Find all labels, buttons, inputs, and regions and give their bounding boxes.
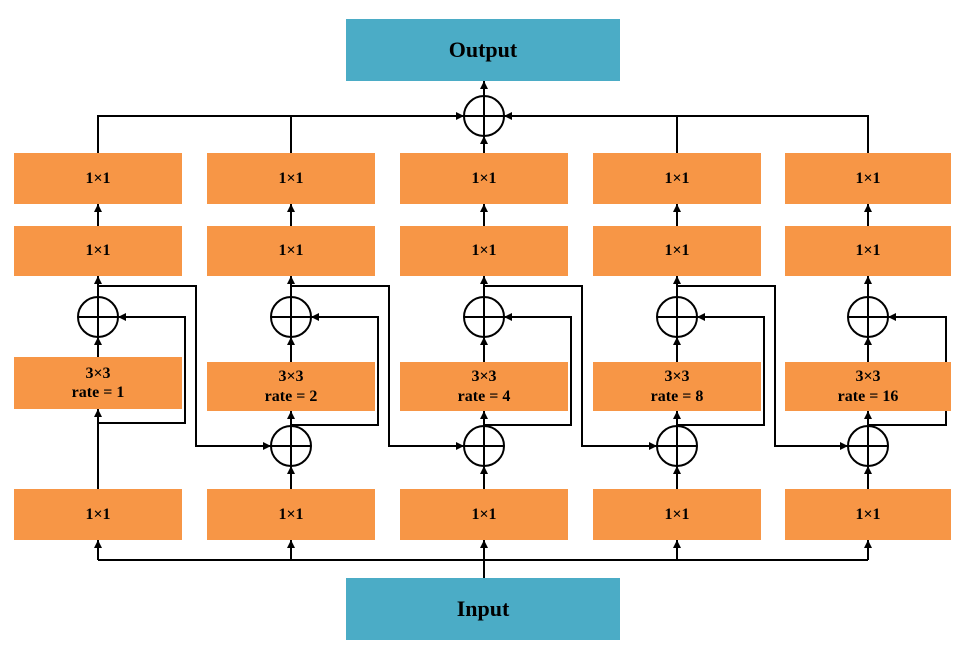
branch-1-mid-1x1: 1×1 xyxy=(14,226,182,276)
branch-3-bottom-1x1: 1×1 xyxy=(400,489,568,540)
branch-1-rate-label: rate = 1 xyxy=(71,384,125,401)
branch-4-mid-1x1-label: 1×1 xyxy=(664,242,690,260)
branch-4-residual-line xyxy=(677,313,765,426)
output-box: Output xyxy=(346,19,620,81)
branch-3-input-sum-node xyxy=(463,425,505,467)
branch-3-residual-line xyxy=(484,313,572,426)
branch-3-conv-3x3: 3×3 rate = 4 xyxy=(400,362,568,411)
branch-2-mid-1x1: 1×1 xyxy=(207,226,375,276)
branch-5-mid-1x1: 1×1 xyxy=(785,226,951,276)
branch-4-top-1x1: 1×1 xyxy=(593,153,761,204)
branch-1-conv-3x3: 3×3 rate = 1 xyxy=(14,357,182,409)
branch-5-top-1x1-label: 1×1 xyxy=(855,169,881,187)
branch-5-conv-label: 3×3 xyxy=(855,368,881,386)
branch-1-residual-sum-node xyxy=(77,296,119,338)
branch-4-bottom-1x1-label: 1×1 xyxy=(664,505,690,523)
branch-5-input-sum-node xyxy=(847,425,889,467)
branch-2-rate-label: rate = 2 xyxy=(264,387,318,405)
branch-3-top-1x1-label: 1×1 xyxy=(471,169,497,187)
branch-3-rate-label: rate = 4 xyxy=(457,387,511,405)
branch-5-to-output-sum-line xyxy=(504,112,869,153)
branch-3-residual-sum-node xyxy=(463,296,505,338)
branch-4-mid-1x1: 1×1 xyxy=(593,226,761,276)
branch-1-top-1x1-label: 1×1 xyxy=(85,169,111,187)
branch-4-top-1x1-label: 1×1 xyxy=(664,169,690,187)
branch-5-top-1x1: 1×1 xyxy=(785,153,951,204)
branch-4-rate-label: rate = 8 xyxy=(650,387,704,405)
branch-2-mid-1x1-label: 1×1 xyxy=(278,242,304,260)
branch-5-rate-label: rate = 16 xyxy=(837,387,899,405)
branch-2-bottom-1x1-label: 1×1 xyxy=(278,505,304,523)
branch-2-top-1x1-label: 1×1 xyxy=(278,169,304,187)
branch-4-to-branch-5-cross-line xyxy=(677,285,848,450)
branch-1-bottom-1x1-label: 1×1 xyxy=(85,505,111,523)
branch-3-top-1x1: 1×1 xyxy=(400,153,568,204)
branch-1-residual-line xyxy=(98,313,186,424)
output-sum-node xyxy=(463,95,505,137)
branch-1-to-branch-2-cross-line xyxy=(98,285,271,450)
branch-2-conv-3x3: 3×3 rate = 2 xyxy=(207,362,375,411)
branch-2-input-sum-node xyxy=(270,425,312,467)
branch-5-bottom-1x1-label: 1×1 xyxy=(855,505,881,523)
branch-2-bottom-1x1: 1×1 xyxy=(207,489,375,540)
input-box: Input xyxy=(346,578,620,640)
branch-3-bottom-1x1-label: 1×1 xyxy=(471,505,497,523)
branch-5-conv-3x3: 3×3 rate = 16 xyxy=(785,362,951,411)
branch-2-to-branch-3-cross-line xyxy=(291,285,464,450)
branch-1-top-1x1: 1×1 xyxy=(14,153,182,204)
branch-4-conv-label: 3×3 xyxy=(664,368,690,386)
branch-4-bottom-1x1: 1×1 xyxy=(593,489,761,540)
output-label: Output xyxy=(448,36,518,62)
input-label: Input xyxy=(456,595,510,621)
branch-5-bottom-1x1: 1×1 xyxy=(785,489,951,540)
branch-4-residual-sum-node xyxy=(656,296,698,338)
branch-3-to-branch-4-cross-line xyxy=(484,285,657,450)
branch-2-residual-sum-node xyxy=(270,296,312,338)
branch-3-mid-1x1-label: 1×1 xyxy=(471,242,497,260)
branch-5-mid-1x1-label: 1×1 xyxy=(855,242,881,260)
branch-2-residual-line xyxy=(291,313,379,426)
branch-2-top-1x1: 1×1 xyxy=(207,153,375,204)
branch-1-mid-1x1-label: 1×1 xyxy=(85,242,111,260)
branch-3-mid-1x1: 1×1 xyxy=(400,226,568,276)
branch-3-conv-label: 3×3 xyxy=(471,368,497,386)
branch-1-conv-label: 3×3 xyxy=(85,364,111,382)
branch-1-to-output-sum-line xyxy=(97,112,464,153)
branch-4-conv-3x3: 3×3 rate = 8 xyxy=(593,362,761,411)
branch-2-conv-label: 3×3 xyxy=(278,368,304,386)
branch-4-input-sum-node xyxy=(656,425,698,467)
branch-5-residual-sum-node xyxy=(847,296,889,338)
branch-1-bottom-1x1: 1×1 xyxy=(14,489,182,540)
